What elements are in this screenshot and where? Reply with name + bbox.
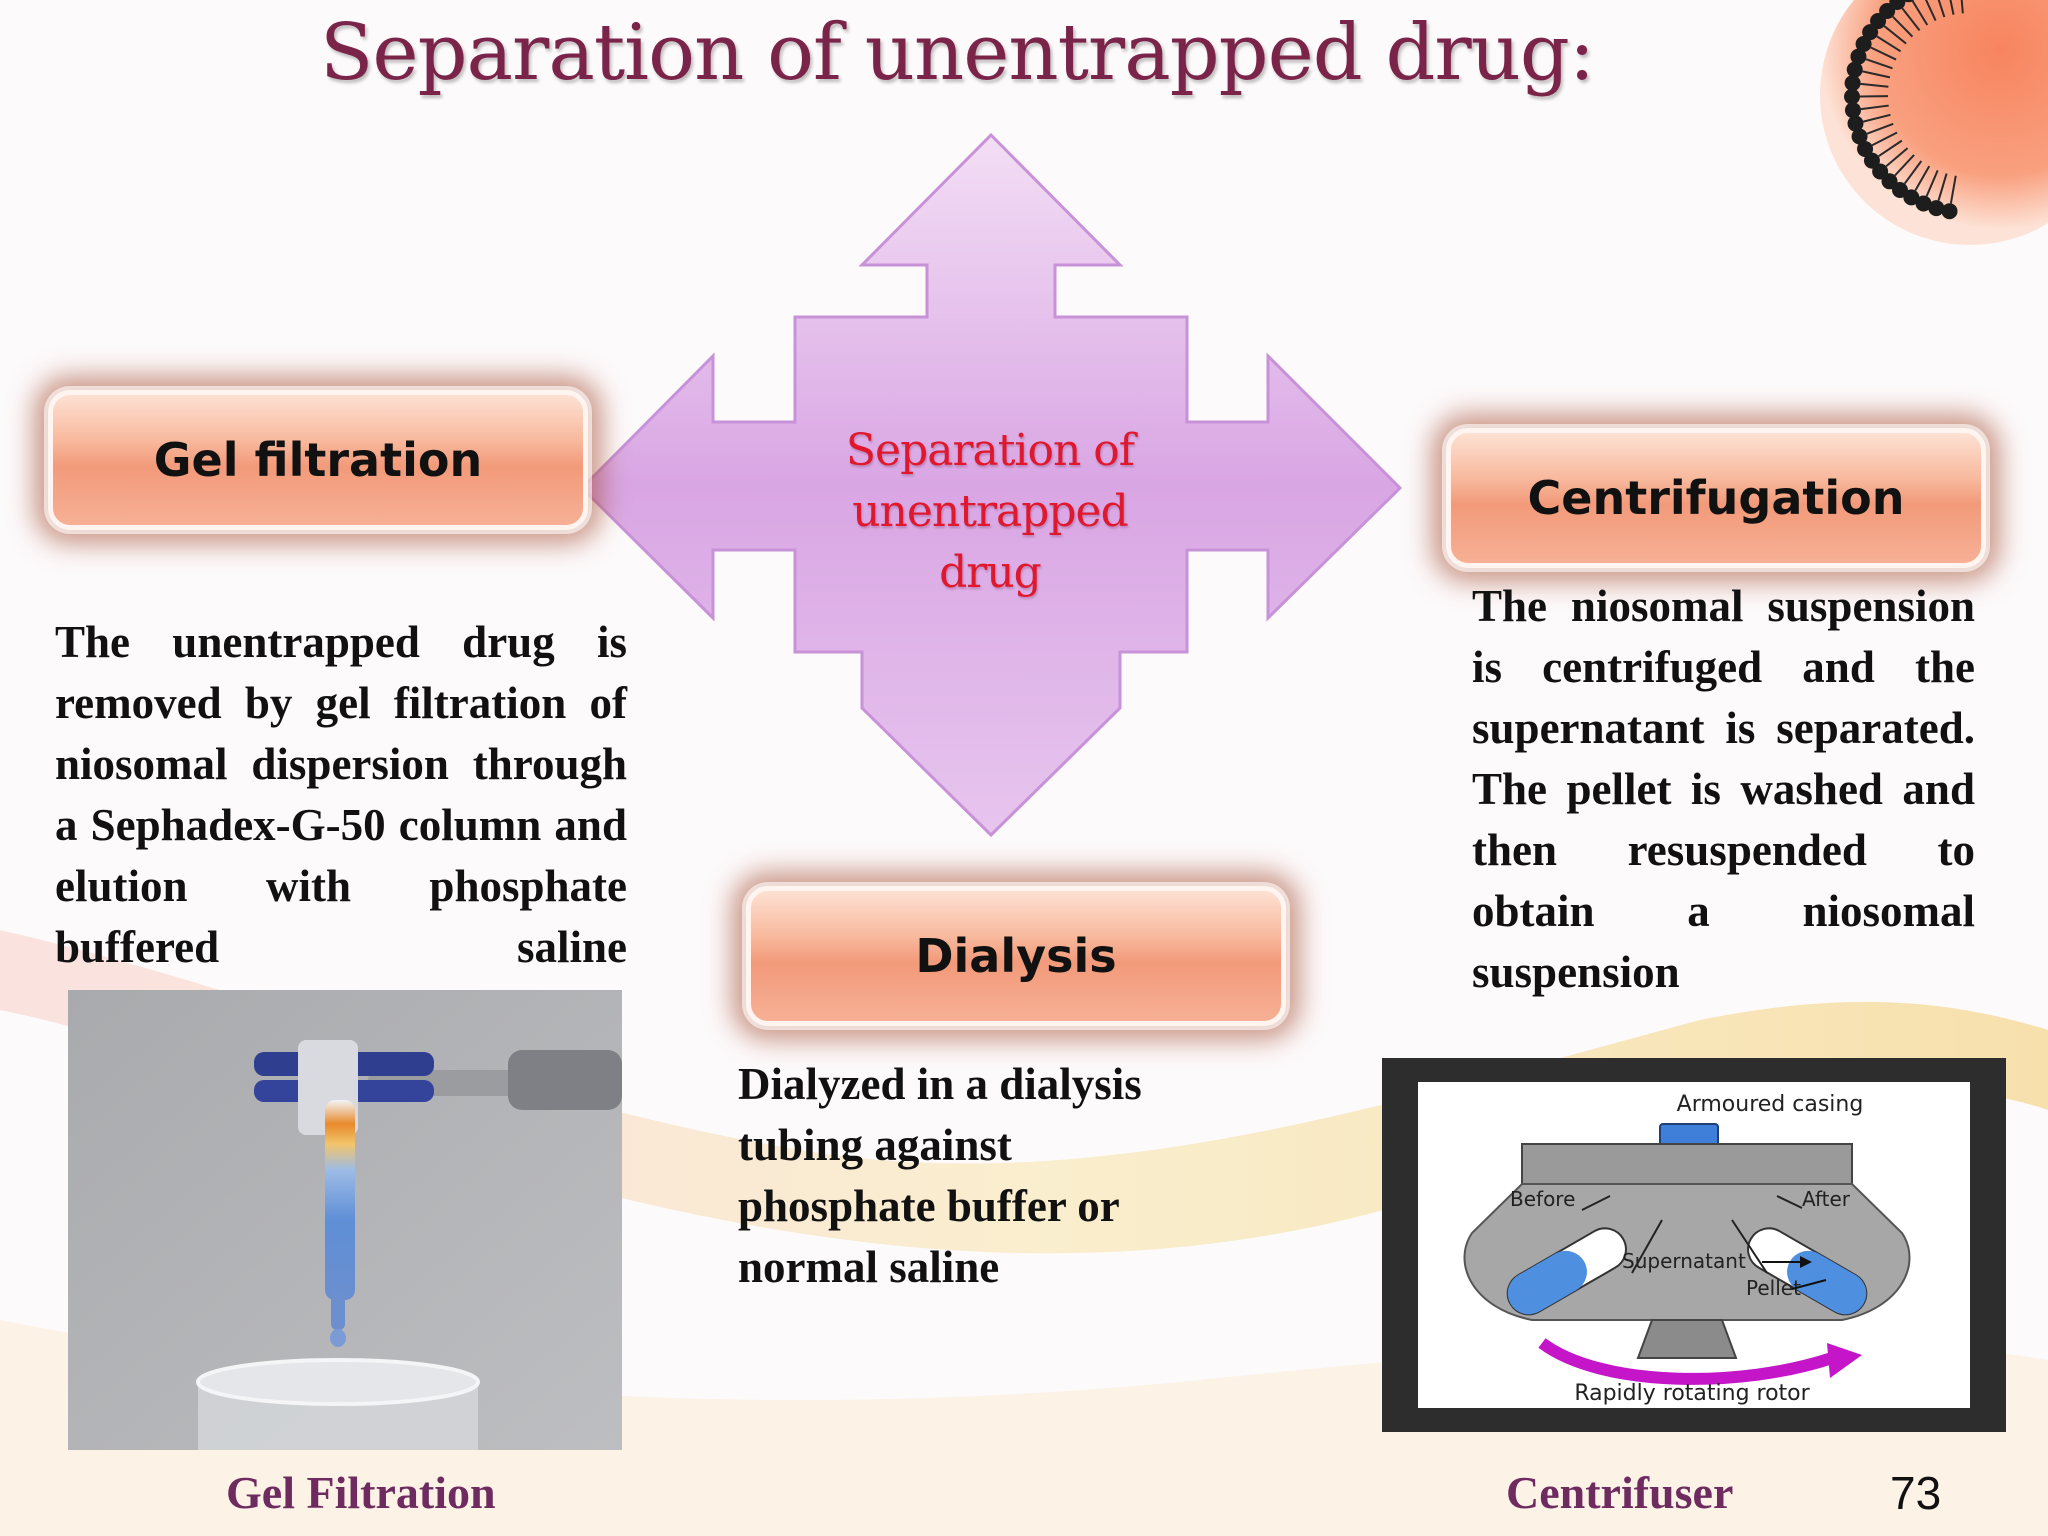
four-way-arrow-icon: [580, 132, 1403, 838]
dialysis-description: Dialyzed in a dialysis tubing against ph…: [738, 1059, 1142, 1292]
centrifuser-caption: Centrifuser: [1506, 1467, 1734, 1518]
gel-filtration-box: Gel filtration: [48, 390, 588, 530]
supernatant-label: Supernatant: [1622, 1249, 1746, 1273]
gel-filtration-caption: Gel Filtration: [226, 1467, 496, 1518]
after-label: After: [1802, 1187, 1851, 1211]
gel-filtration-photo: [68, 990, 622, 1450]
center-label: Separation of unentrapped drug: [845, 425, 1135, 598]
before-label: Before: [1510, 1187, 1575, 1211]
rotor-label: Rapidly rotating rotor: [1574, 1381, 1810, 1406]
page-number: 73: [1890, 1467, 1942, 1519]
centrifugation-description: The niosomal suspension is centrifuged a…: [1472, 581, 1975, 997]
centrifuge-diagram: Armoured casing Before After Supernatant…: [1382, 1058, 2006, 1432]
page-title: Separation of unentrapped drug:: [320, 8, 1595, 98]
liposome-decoration-icon: [1820, 0, 2048, 245]
centrifugation-label: Centrifugation: [1527, 471, 1905, 525]
dialysis-label: Dialysis: [915, 929, 1117, 983]
dialysis-box: Dialysis: [746, 886, 1286, 1026]
centrifugation-box: Centrifugation: [1446, 428, 1986, 568]
gel-filtration-label: Gel filtration: [153, 433, 483, 487]
gel-filtration-description: The unentrapped drug is removed by gel f…: [55, 617, 627, 972]
armoured-casing-label: Armoured casing: [1677, 1092, 1864, 1117]
